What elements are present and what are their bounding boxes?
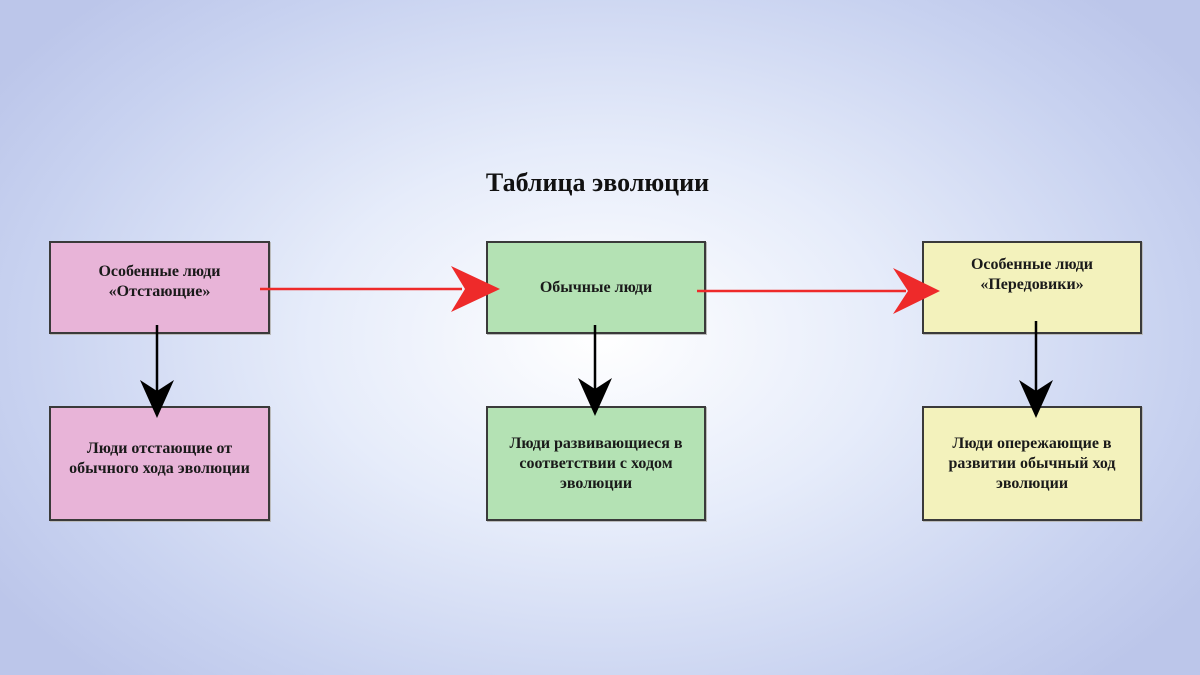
arrow-ordinary-to-advanced bbox=[697, 268, 940, 314]
box-ordinary: Обычные люди bbox=[486, 241, 706, 334]
box-advanced-desc-line1: Люди опережающие в bbox=[952, 434, 1112, 452]
box-laggards-desc: Люди отстающие от обычного хода эволюции bbox=[49, 406, 270, 521]
box-advanced-desc: Люди опережающие в развитии обычный ход … bbox=[922, 406, 1142, 521]
arrow-ordinary-down bbox=[578, 325, 612, 416]
arrow-advanced-down bbox=[1019, 321, 1053, 418]
box-ordinary-line1: Обычные люди bbox=[539, 278, 653, 296]
box-advanced-line2: «Передовики» bbox=[980, 275, 1084, 293]
box-ordinary-desc-line1: Люди развивающиеся в bbox=[509, 434, 683, 452]
arrow-laggards-to-ordinary bbox=[260, 266, 500, 312]
box-laggards-desc-line2: обычного хода эволюции bbox=[69, 459, 250, 477]
box-laggards-desc-line1: Люди отстающие от bbox=[86, 439, 233, 457]
box-ordinary-desc: Люди развивающиеся в соответствии с ходо… bbox=[486, 406, 706, 521]
box-laggards-line1: Особенные люди bbox=[98, 262, 221, 280]
box-advanced: Особенные люди «Передовики» bbox=[922, 241, 1142, 334]
box-ordinary-desc-line2: соответствии с ходом bbox=[519, 454, 673, 472]
box-advanced-desc-line3: эволюции bbox=[995, 474, 1069, 492]
box-advanced-desc-line2: развитии обычный ход bbox=[948, 454, 1116, 472]
arrow-laggards-down bbox=[140, 325, 174, 418]
box-laggards-line2: «Отстающие» bbox=[108, 282, 211, 300]
box-laggards: Особенные люди «Отстающие» bbox=[49, 241, 270, 334]
box-ordinary-desc-line3: эволюции bbox=[559, 474, 633, 492]
diagram-title: Таблица эволюции bbox=[485, 168, 710, 197]
box-advanced-line1: Особенные люди bbox=[970, 255, 1094, 273]
